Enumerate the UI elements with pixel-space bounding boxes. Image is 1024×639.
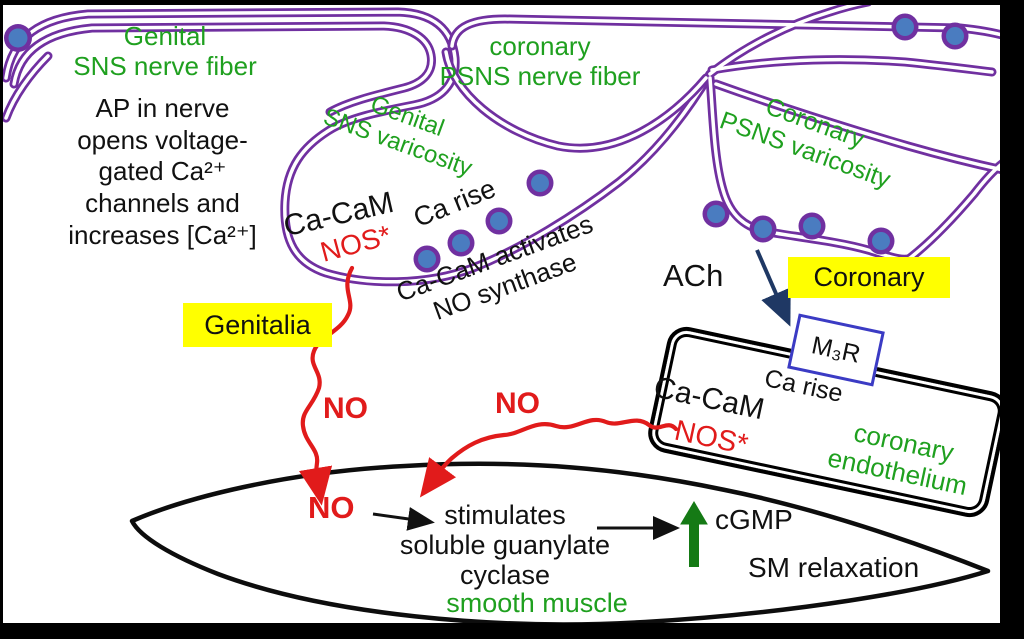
vesicle-icon	[413, 245, 441, 273]
vesicle-icon	[867, 227, 895, 255]
smooth-muscle-outline	[129, 461, 991, 627]
coronary-psns-fiber	[441, 0, 1011, 264]
genital-sns-fiber	[1, 7, 715, 287]
frame-right	[1000, 0, 1024, 639]
vesicle-icon	[702, 200, 730, 228]
coronary-highlight-tag: Coronary	[788, 257, 950, 298]
smooth-muscle-label: smooth muscle	[446, 588, 628, 618]
sm-relaxation-label: SM relaxation	[748, 552, 920, 583]
no-label-muscle: NO	[308, 490, 355, 525]
vesicle-icon	[447, 229, 475, 257]
no-label-coronary: NO	[495, 387, 540, 420]
vesicle-icon	[4, 24, 32, 52]
frame-left	[0, 0, 3, 639]
genital-fiber-label: Genital SNS nerve fiber	[73, 21, 257, 81]
sgc-label: stimulates soluble guanylate cyclase	[399, 500, 611, 591]
vesicle-icons	[4, 13, 969, 273]
frame-top	[0, 0, 1024, 5]
vesicle-icon	[941, 22, 969, 50]
no-label-genital: NO	[323, 392, 368, 425]
m3-receptor-label: M₃R	[809, 330, 864, 369]
vesicle-icon	[485, 207, 513, 235]
ach-label: ACh	[663, 258, 724, 293]
cgmp-label: cGMP	[715, 504, 793, 535]
frame-bottom	[0, 623, 1024, 639]
vesicle-icon	[798, 212, 826, 240]
vesicle-icon	[749, 215, 777, 243]
coronary-fiber-label: coronary PSNS nerve fiber	[439, 31, 641, 91]
genitalia-tag-text: Genitalia	[204, 309, 311, 340]
coronary-tag-text: Coronary	[813, 262, 925, 292]
vesicle-icon	[891, 13, 919, 41]
ap-note-text: AP in nerve opens voltage- gated Ca²⁺ ch…	[68, 93, 257, 250]
genitalia-highlight-tag: Genitalia	[183, 303, 332, 347]
vesicle-icon	[526, 169, 554, 197]
